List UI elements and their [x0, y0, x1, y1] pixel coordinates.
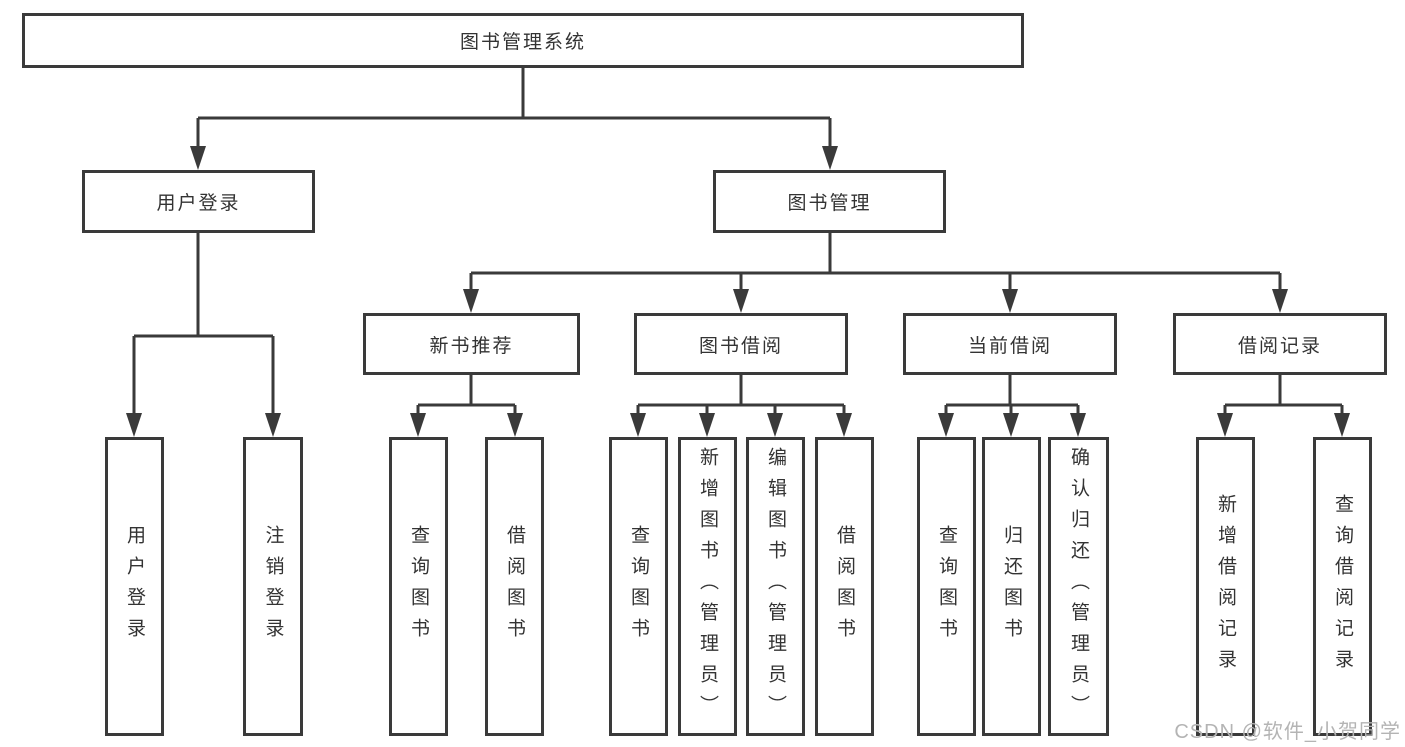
node-root-label: 图书管理系统 [459, 32, 586, 53]
node-new-book-recommend: 新书推荐 [363, 313, 580, 375]
arrowheads-new-book-recommend-to-leaves [410, 413, 523, 437]
node-book-management: 图书管理 [713, 170, 946, 233]
watermark: CSDN @软件_小贺同学 [1174, 721, 1401, 743]
node-book-borrow: 图书借阅 [634, 313, 848, 375]
leaf-bb-edit-book-admin: 编辑图书（管理员） [746, 437, 805, 736]
arrowheads-current-borrow-to-leaves [938, 413, 1086, 437]
arrowheads-book-borrow-to-leaves [630, 413, 852, 437]
node-borrow-records-label: 借阅记录 [1237, 335, 1322, 357]
arrowheads-book-management-to-level3 [463, 289, 1288, 313]
node-book-management-label: 图书管理 [787, 193, 872, 214]
node-user-login-label: 用户登录 [156, 193, 241, 214]
connector-root-to-level2 [196, 68, 832, 148]
leaf-bb-borrow-book: 借阅图书 [815, 437, 874, 736]
leaf-cb-return-book: 归还图书 [982, 437, 1041, 736]
arrowheads-borrow-records-to-leaves [1217, 413, 1350, 437]
leaf-cb-confirm-return-admin: 确认归还（管理员） [1048, 437, 1109, 736]
node-user-login: 用户登录 [82, 170, 315, 233]
node-root: 图书管理系统 [22, 13, 1024, 68]
node-book-borrow-label: 图书借阅 [698, 335, 783, 357]
arrowheads-user-login-to-leaves [126, 413, 281, 437]
node-current-borrow: 当前借阅 [903, 313, 1117, 375]
connector-user-login-to-leaves [132, 233, 275, 415]
connector-current-borrow-to-leaves [944, 374, 1080, 415]
connector-new-book-recommend-to-leaves [416, 374, 517, 415]
leaf-nbr-query-book: 查询图书 [389, 437, 448, 736]
connector-borrow-records-to-leaves [1223, 374, 1344, 415]
node-current-borrow-label: 当前借阅 [967, 335, 1052, 357]
node-new-book-recommend-label: 新书推荐 [429, 335, 514, 357]
leaf-user-login: 用户登录 [105, 437, 164, 736]
node-borrow-records: 借阅记录 [1173, 313, 1387, 375]
leaf-br-query-record: 查询借阅记录 [1313, 437, 1372, 736]
arrowheads-root-to-level2 [190, 146, 838, 170]
connector-book-borrow-to-leaves [636, 374, 846, 415]
leaf-br-add-record: 新增借阅记录 [1196, 437, 1255, 736]
leaf-nbr-borrow-book: 借阅图书 [485, 437, 544, 736]
leaf-bb-query-book: 查询图书 [609, 437, 668, 736]
leaf-cb-query-book: 查询图书 [917, 437, 976, 736]
connector-book-management-to-level3 [469, 233, 1282, 291]
leaf-logout-login: 注销登录 [243, 437, 303, 736]
leaf-bb-add-book-admin: 新增图书（管理员） [678, 437, 737, 736]
